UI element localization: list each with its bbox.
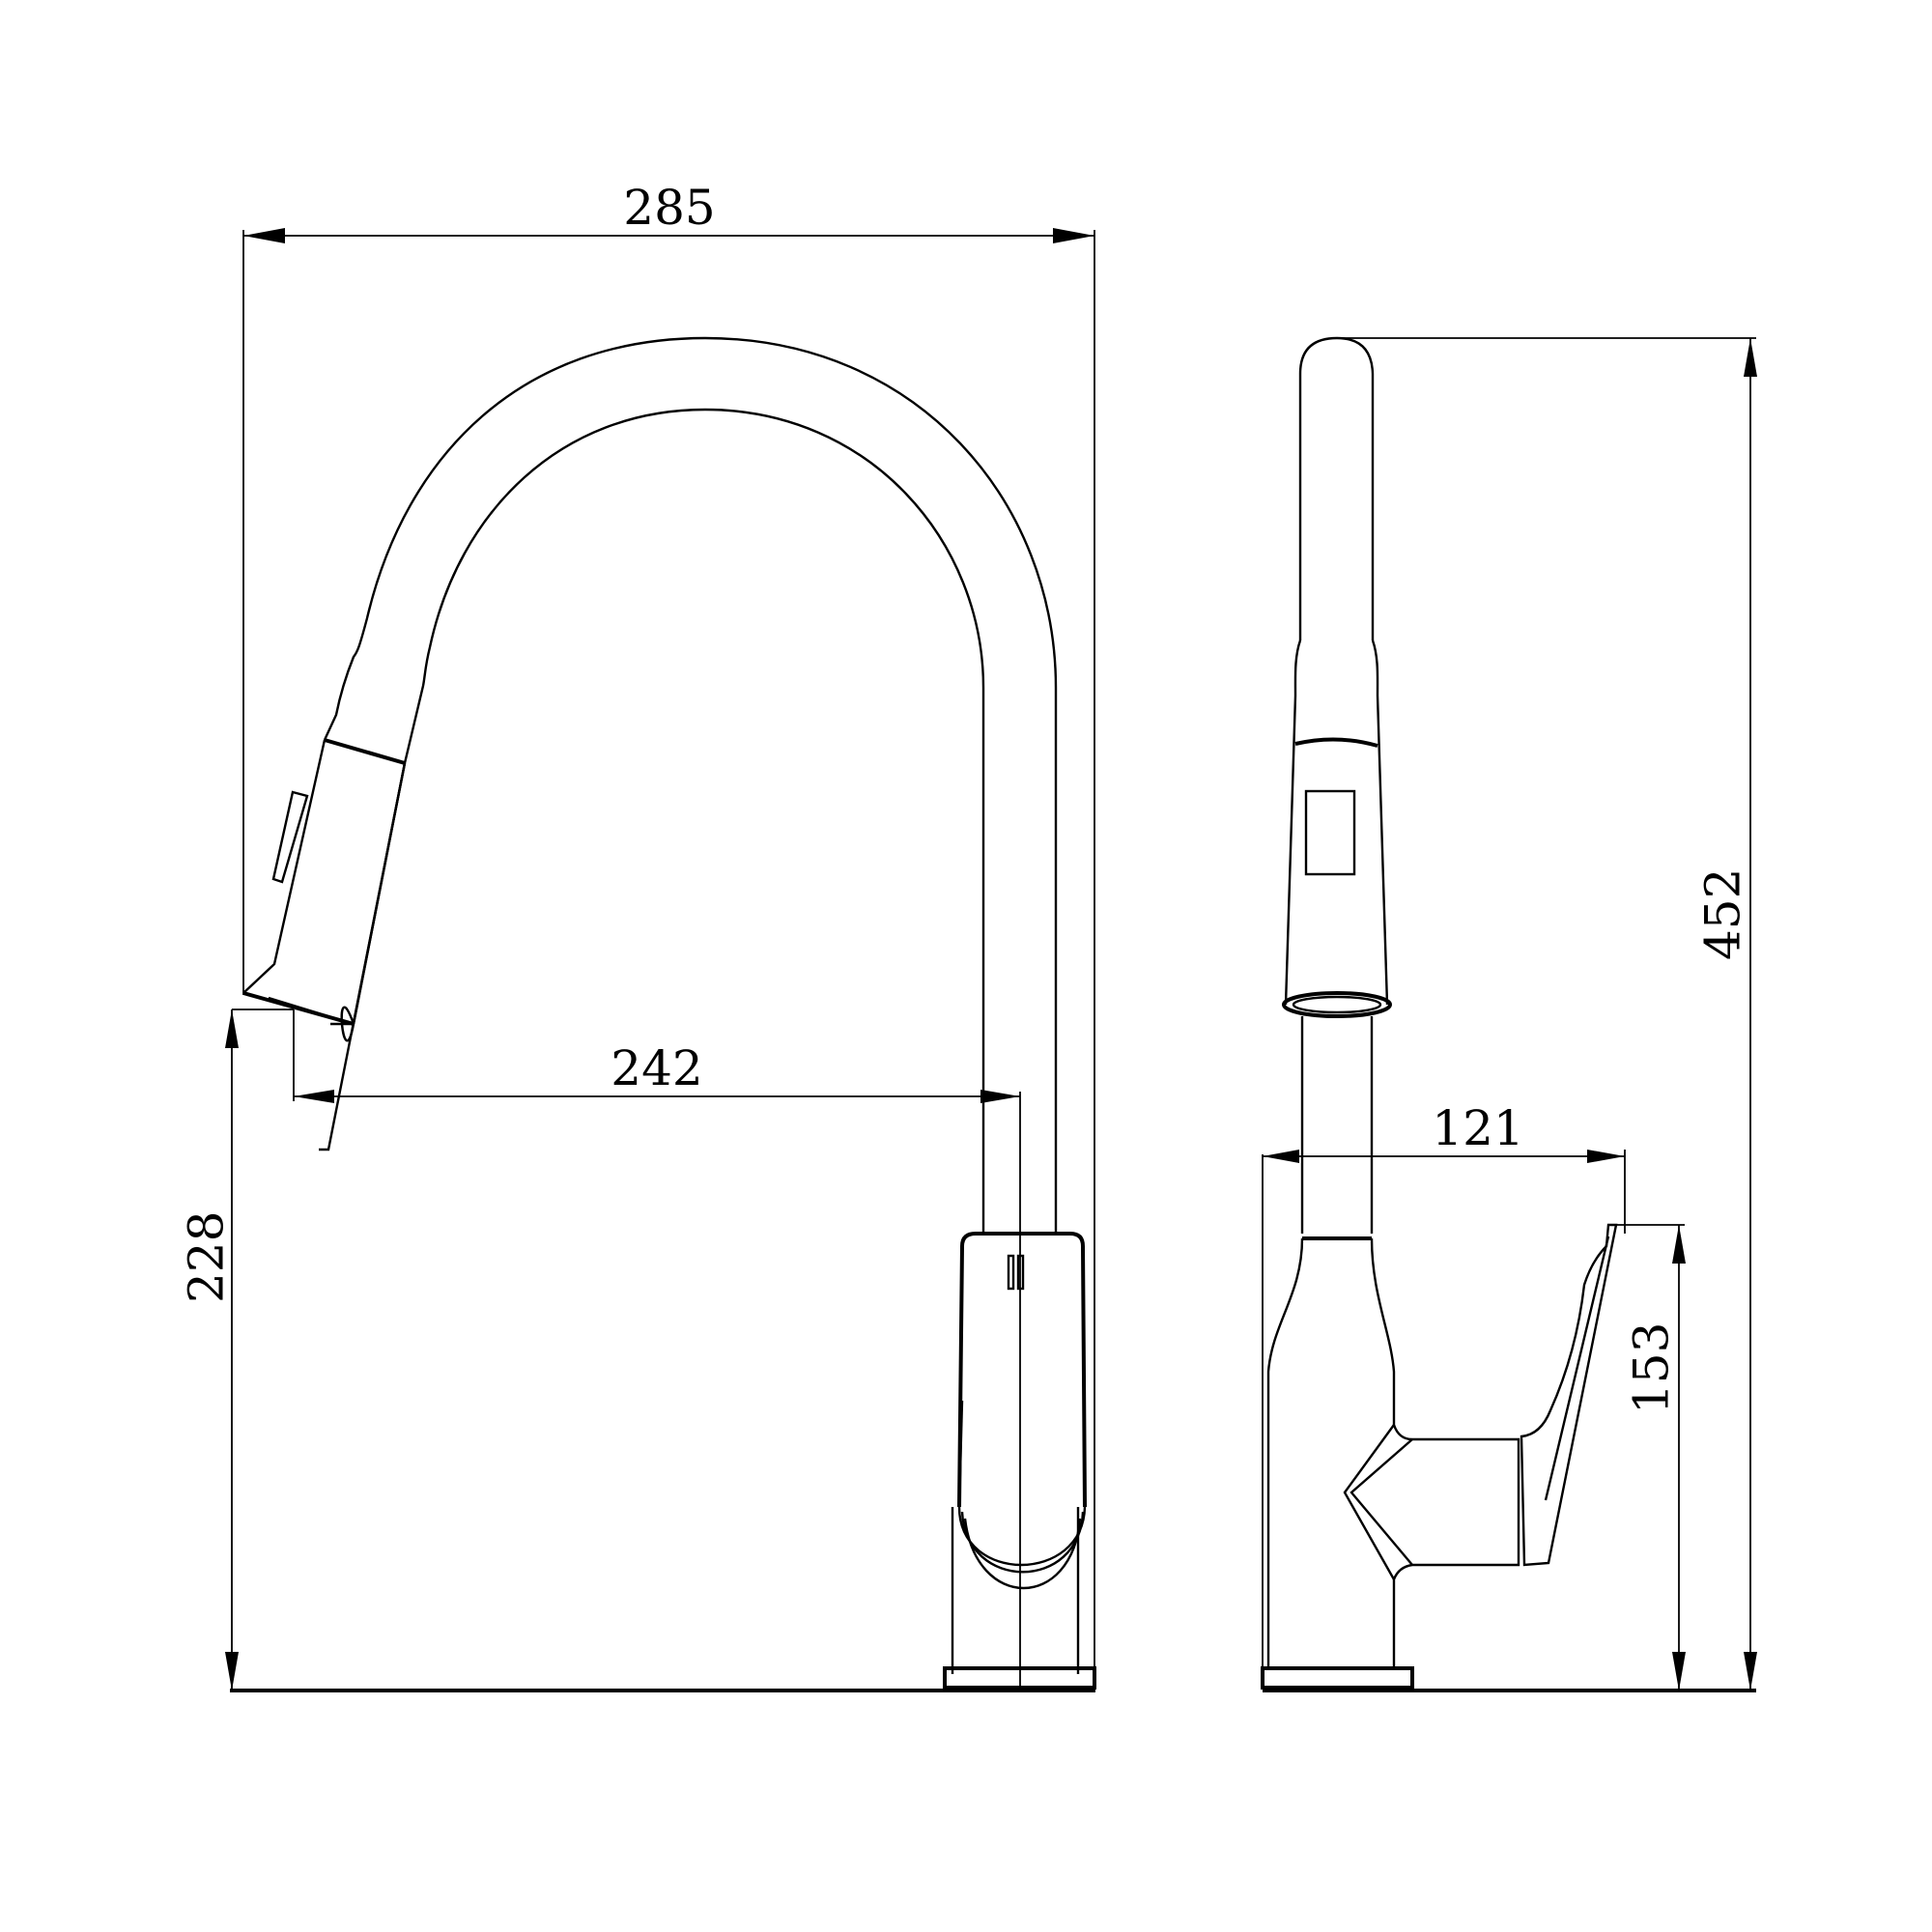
arrow-left-icon: [1263, 1150, 1299, 1163]
dimension-242-spout-reach: 242: [293, 1009, 1021, 1690]
dim-label-285: 285: [623, 180, 715, 236]
slot-mark: [1016, 1254, 1025, 1291]
side-view: 452 121: [1261, 336, 1757, 1692]
faucet-body-front: [943, 1232, 1096, 1690]
dimension-153-handle-height: 153: [1616, 1224, 1686, 1690]
dim-label-242: 242: [611, 1040, 702, 1096]
arrow-down-icon: [1744, 1652, 1757, 1690]
spout-gooseneck: [242, 336, 1058, 1234]
dim-label-153: 153: [1623, 1322, 1679, 1414]
slot-mark: [1007, 1254, 1015, 1291]
arrow-down-icon: [225, 1652, 239, 1690]
arrow-up-icon: [1744, 338, 1757, 377]
dimension-452-overall-height: 452: [1337, 337, 1757, 1690]
arrow-left-icon: [243, 228, 285, 243]
handle-lever[interactable]: [1520, 1223, 1618, 1567]
dimension-121-handle-projection: 121: [1262, 1100, 1626, 1674]
dimension-228-outlet-height: 228: [178, 1009, 294, 1690]
faucet-body-side: [1261, 1223, 1618, 1690]
arrow-right-icon: [1053, 228, 1094, 243]
spray-head-side: [1282, 336, 1392, 1234]
arrow-right-icon: [1587, 1150, 1625, 1163]
aerator: [1282, 991, 1392, 1018]
base-plinth: [1261, 1666, 1414, 1690]
spray-button: [1304, 789, 1356, 876]
dim-label-228: 228: [178, 1211, 234, 1303]
arrow-down-icon: [1672, 1652, 1686, 1690]
arrow-up-icon: [1672, 1225, 1686, 1264]
dim-label-452: 452: [1694, 868, 1750, 960]
dimension-285-overall-width: 285: [242, 180, 1095, 1692]
dim-label-121: 121: [1432, 1100, 1523, 1156]
spray-button: [271, 790, 309, 884]
base-plinth: [943, 1666, 1096, 1690]
arrow-right-icon: [980, 1090, 1020, 1103]
front-view: 285 228: [178, 180, 1096, 1692]
arrow-up-icon: [225, 1009, 239, 1048]
arrow-left-icon: [294, 1090, 334, 1103]
